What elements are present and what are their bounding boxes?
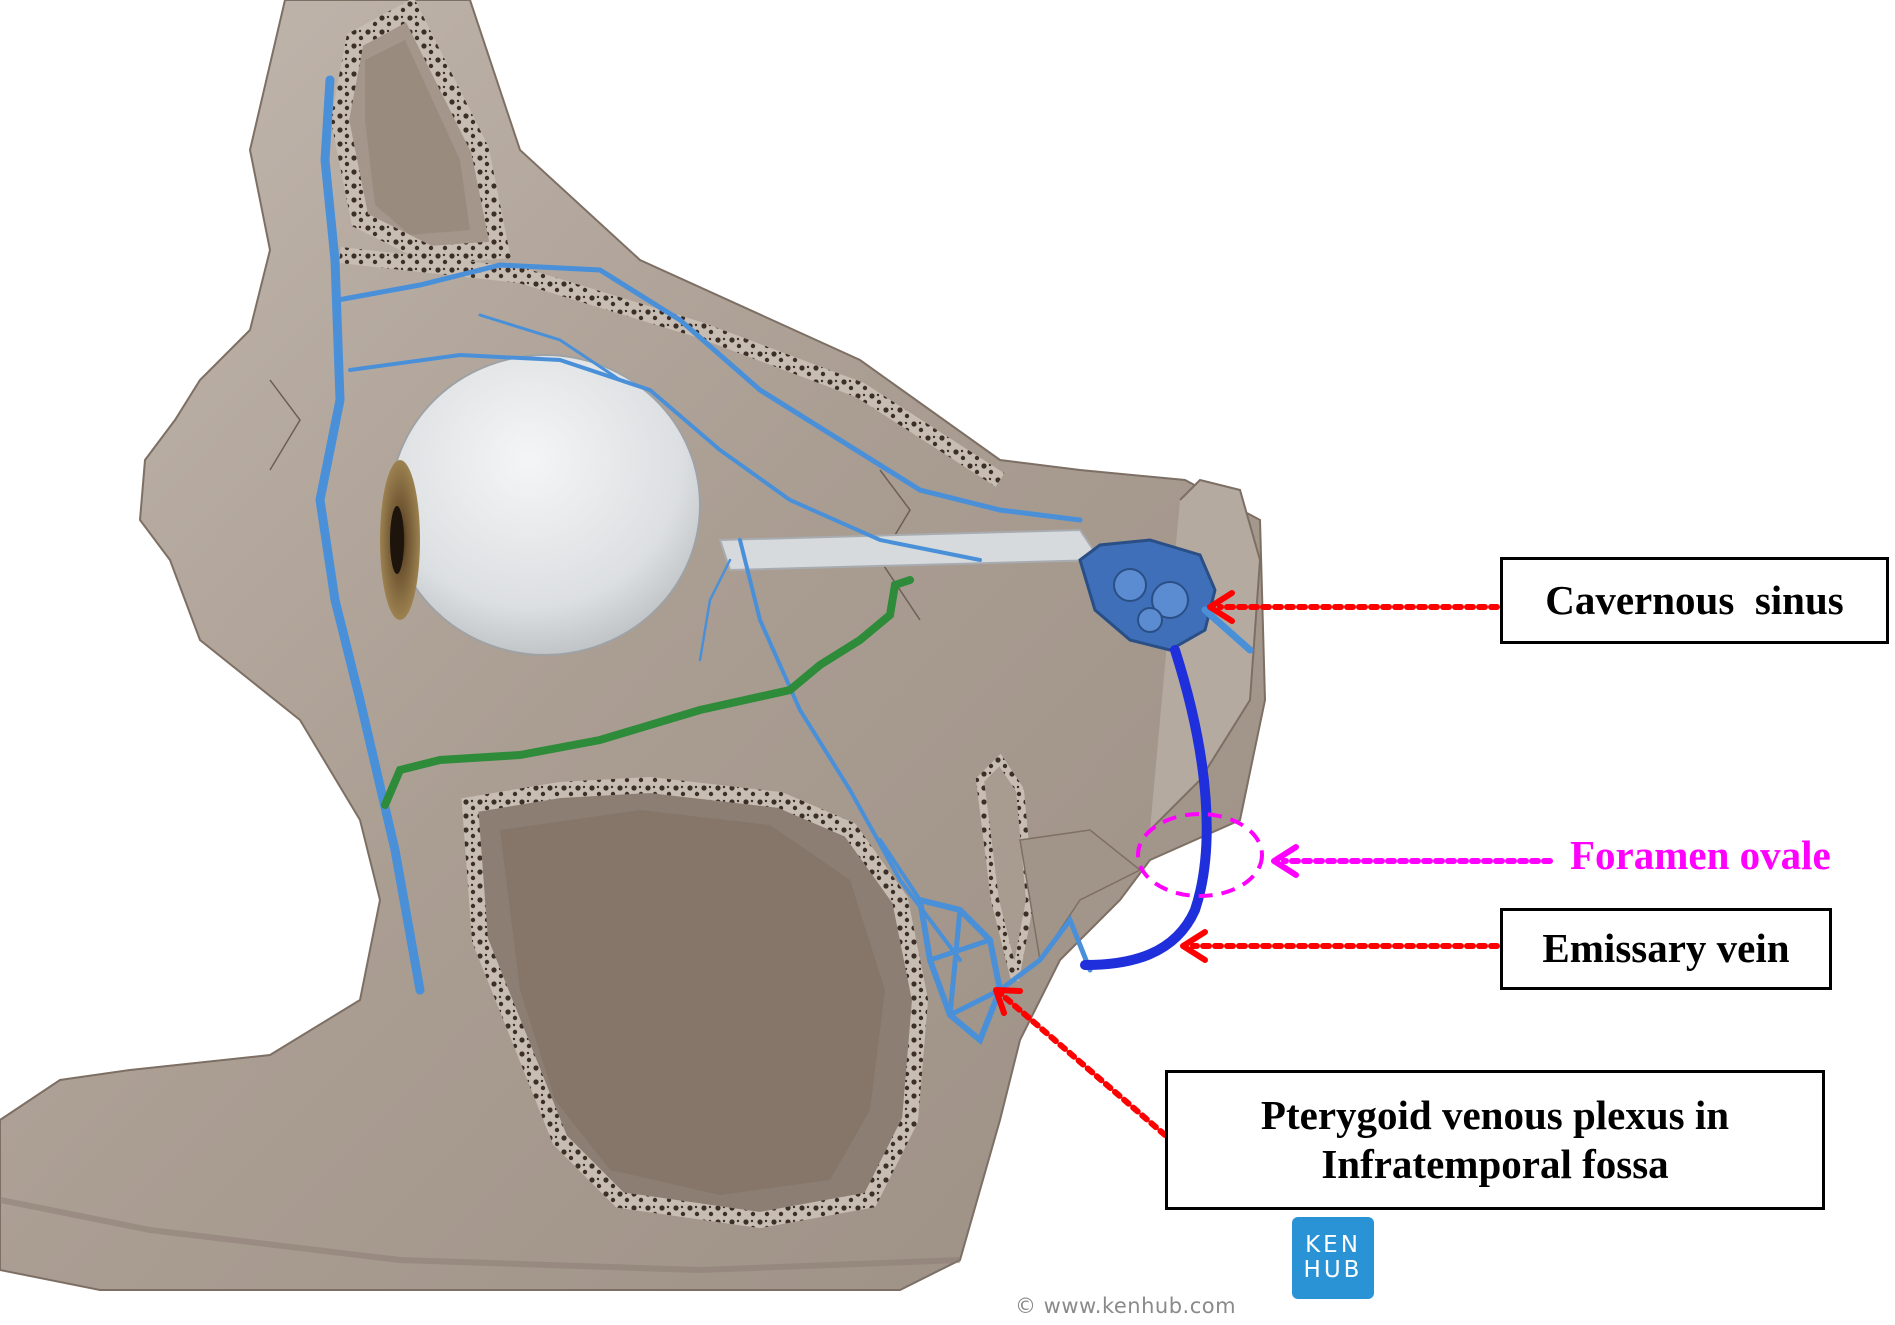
emissary-vein-text: Emissary vein [1542, 924, 1789, 973]
pterygoid-plexus-text-line2: Infratemporal fossa [1321, 1140, 1668, 1189]
logo-line2: HUB [1304, 1258, 1363, 1283]
foramen-ovale-text: Foramen ovale [1570, 832, 1831, 878]
cavernous-sinus-text: Cavernous sinus [1545, 576, 1843, 625]
watermark-text: © www.kenhub.com [1015, 1294, 1236, 1318]
skull-bone [0, 0, 1265, 1290]
foramen-ovale-label: Foramen ovale [1570, 831, 1831, 879]
emissary-vein-label: Emissary vein [1500, 908, 1832, 990]
pterygoid-plexus-arrow [1000, 993, 1165, 1135]
logo-line1: KEN [1305, 1233, 1361, 1258]
cavernous-sinus-label: Cavernous sinus [1500, 557, 1889, 644]
pterygoid-plexus-label: Pterygoid venous plexus in Infratemporal… [1165, 1070, 1825, 1210]
pterygoid-plexus-text-line1: Pterygoid venous plexus in [1261, 1091, 1729, 1140]
kenhub-logo: KEN HUB [1292, 1217, 1374, 1299]
